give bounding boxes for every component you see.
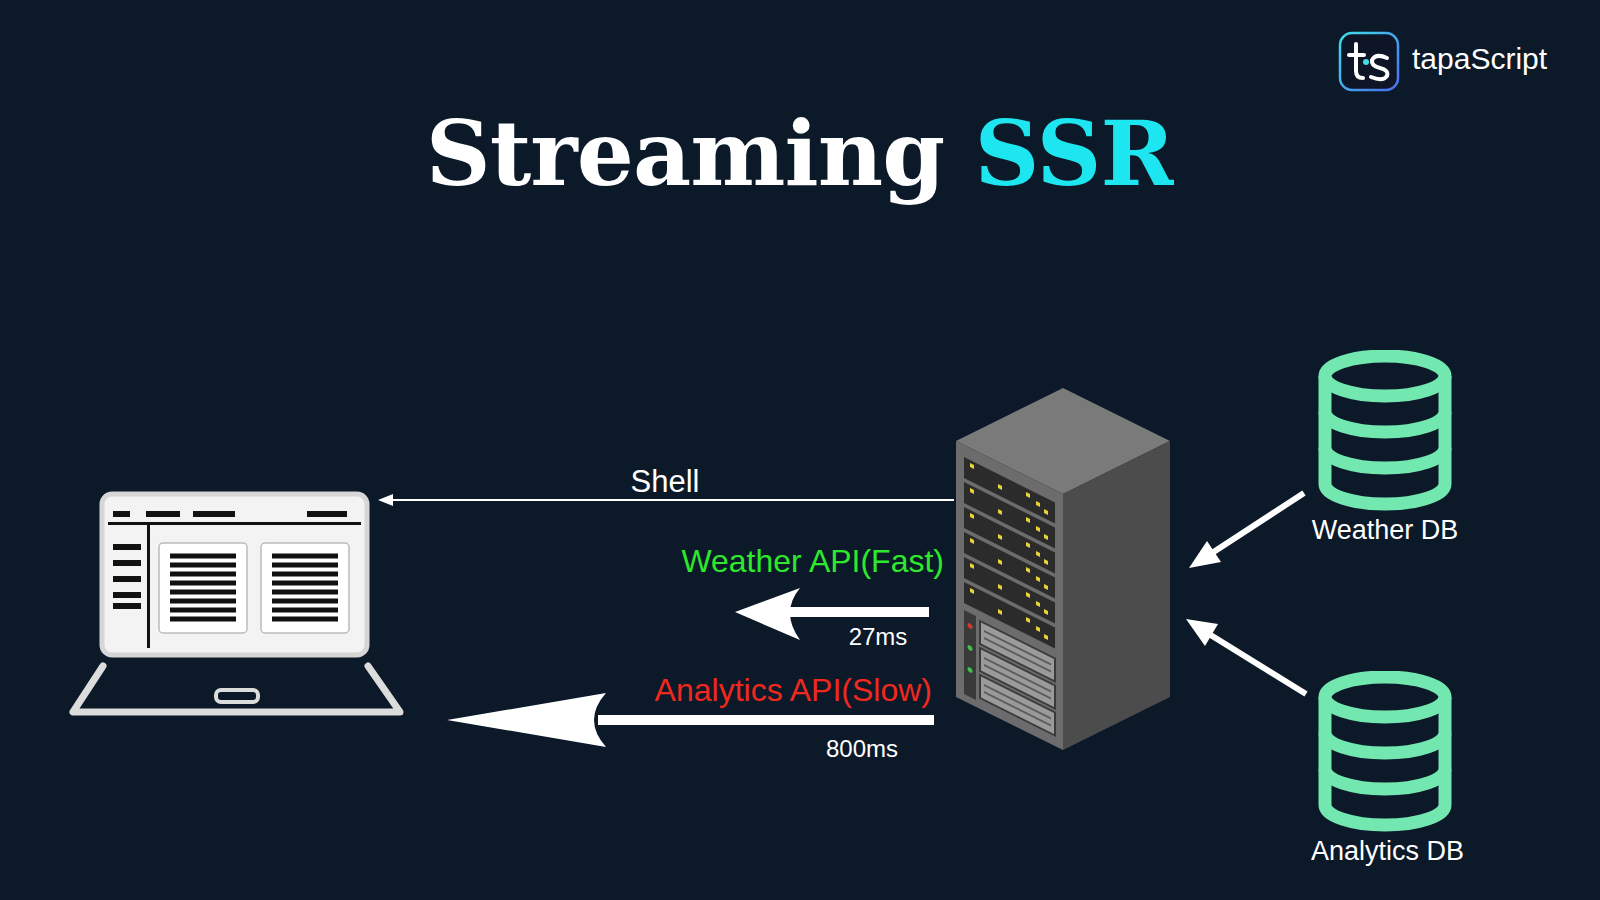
laptop-base	[73, 666, 400, 712]
laptop-screen	[102, 494, 367, 655]
logo-dot	[1363, 59, 1369, 65]
database-cylinder	[1311, 671, 1459, 833]
database-cylinder	[1311, 350, 1459, 512]
latency-label: 27ms	[849, 623, 908, 651]
db-arrow	[1212, 493, 1304, 553]
laptop-trackpad	[216, 690, 258, 702]
slow-arrow	[598, 715, 934, 725]
logo-badge	[1340, 33, 1398, 90]
cylinder-line	[1325, 697, 1445, 825]
db-arrow	[1209, 634, 1306, 694]
laptop-bar	[113, 576, 141, 582]
database-label: Weather DB	[1311, 512, 1459, 548]
cylinder-line	[1325, 448, 1445, 468]
drive-bay	[980, 675, 1055, 736]
cylinder-line	[1325, 677, 1445, 717]
server-side	[1063, 441, 1170, 750]
cylinder-line	[1325, 356, 1445, 396]
database-node: Analytics DB	[1311, 671, 1459, 869]
laptop-bar	[113, 511, 130, 517]
status-light	[968, 644, 973, 652]
drive-grill	[984, 631, 1051, 726]
status-light	[968, 666, 973, 674]
server-racks	[964, 457, 1055, 740]
logo-mark	[1371, 56, 1387, 79]
arrow-label: Shell	[631, 464, 700, 500]
cylinder-line	[1325, 733, 1445, 753]
laptop-bar	[307, 511, 347, 517]
laptop-divider	[108, 522, 361, 525]
cylinder-line	[1325, 769, 1445, 789]
api-label: Weather API(Fast)	[681, 543, 944, 580]
laptop-bar	[193, 511, 235, 517]
latency-label: 800ms	[826, 735, 898, 763]
title-row: Streaming SSR	[0, 98, 1600, 208]
laptop-bar	[146, 511, 180, 517]
api-label: Analytics API(Slow)	[655, 672, 932, 709]
laptop-bar	[113, 603, 141, 609]
arrow-head	[1186, 619, 1218, 646]
laptop-lines	[170, 556, 338, 619]
laptop-bar	[113, 592, 141, 598]
status-light	[968, 622, 973, 630]
laptop-divider	[147, 522, 150, 648]
arrow-head	[735, 588, 800, 640]
brand-name: tapaScript	[1412, 42, 1547, 77]
database-label: Analytics DB	[1311, 833, 1459, 869]
server-front	[956, 441, 1063, 750]
laptop-bar	[113, 544, 141, 550]
fast-arrow	[790, 607, 929, 617]
arrow-head	[447, 693, 606, 747]
shell-arrow	[388, 499, 954, 501]
rack-lights	[970, 465, 1048, 638]
rack-panel	[964, 610, 976, 700]
database-node: Weather DB	[1311, 350, 1459, 548]
cylinder-line	[1325, 376, 1445, 504]
diagram-title: Streaming SSR	[426, 98, 1174, 208]
logo-mark	[1349, 44, 1364, 78]
laptop-bar	[113, 560, 141, 566]
arrow-head	[1189, 541, 1221, 568]
arrow-head	[378, 494, 393, 506]
cylinder-line	[1325, 412, 1445, 432]
